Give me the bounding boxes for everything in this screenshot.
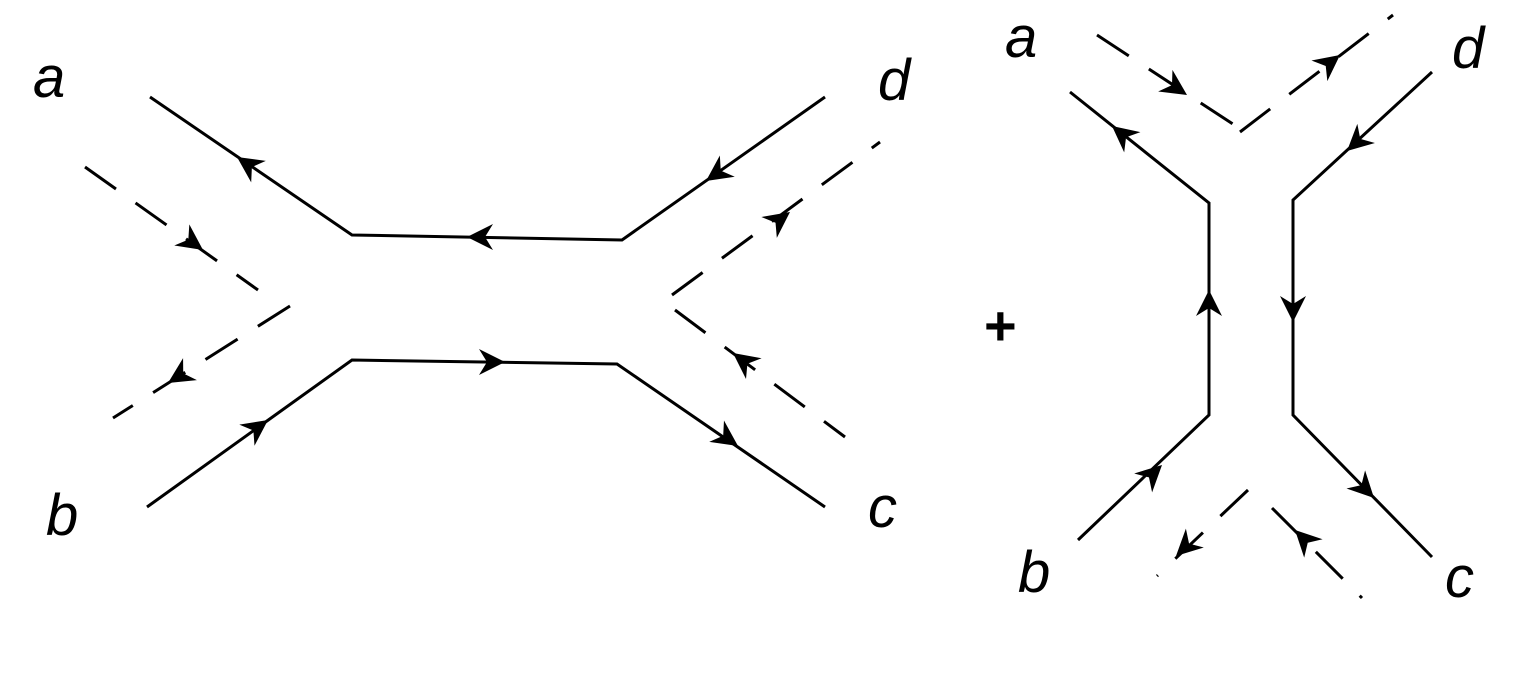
left-dashed-arrow-a — [174, 224, 211, 261]
label-d-right: d — [1452, 16, 1486, 81]
left-bottom-arrow-b — [239, 409, 276, 446]
right-dashed-c-line — [1270, 506, 1364, 600]
label-a-right: a — [1005, 5, 1037, 70]
left-top-arrow-a — [229, 146, 266, 183]
left-bottom-arrow-c — [709, 420, 746, 457]
right-left-arrow-b — [1134, 455, 1171, 493]
label-b-left: b — [46, 483, 78, 548]
left-dashed-c-line — [674, 308, 846, 439]
label-c-left: c — [868, 475, 897, 540]
right-dashed-arrow-a — [1158, 69, 1195, 106]
right-dashed-a-line — [1096, 33, 1246, 134]
label-c-right: c — [1445, 545, 1474, 610]
right-dashed-arrow-d — [1311, 44, 1348, 82]
plus-sign: + — [984, 294, 1017, 357]
left-bottom-quark-line — [146, 358, 826, 509]
left-dashed-b-line — [112, 304, 291, 420]
right-dashed-b-line — [1155, 488, 1250, 578]
left-dashed-arrow-c — [725, 342, 762, 379]
label-d-left: d — [878, 48, 912, 113]
right-left-quark-line — [1069, 90, 1211, 542]
label-a-left: a — [33, 45, 65, 110]
right-left-arrow-a — [1103, 115, 1141, 153]
left-dashed-a-line — [84, 165, 259, 292]
label-b-right: b — [1018, 540, 1050, 605]
left-dashed-arrow-b — [161, 358, 197, 394]
left-top-arrow-d — [698, 155, 735, 192]
right-dashed-d-line — [1239, 13, 1394, 134]
right-dashed-arrow-b — [1167, 528, 1204, 566]
